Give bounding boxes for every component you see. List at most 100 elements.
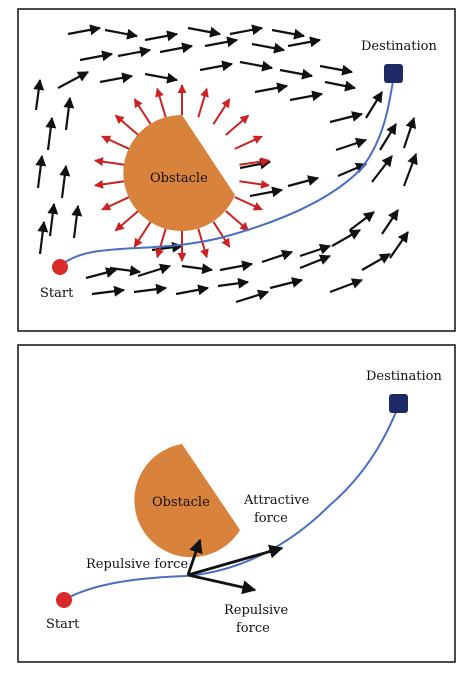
repulsive-arrow: [114, 210, 139, 232]
field-arrow: [67, 24, 102, 36]
path-line: [59, 73, 395, 267]
field-arrow: [71, 204, 83, 239]
bottom-panel-border: [17, 344, 456, 663]
field-arrow: [59, 164, 71, 199]
obstacle-shape: [123, 114, 235, 231]
repulsive-arrow: [234, 135, 263, 150]
attractive-force-label-line1: Attractive: [243, 493, 310, 508]
field-arrow: [329, 278, 364, 294]
attractive-force-label-line2: force: [254, 511, 288, 526]
repulsive-arrows: [94, 84, 270, 262]
field-arrow: [235, 289, 270, 304]
field-arrow: [261, 249, 294, 264]
repulsive-arrow: [234, 196, 263, 211]
destination-point: [389, 394, 408, 413]
field-arrow: [109, 265, 142, 277]
field-arrow: [319, 64, 354, 76]
repulsive-arrow: [114, 114, 139, 136]
field-arrow: [239, 60, 274, 72]
field-arrow: [299, 254, 332, 270]
field-arrow: [299, 243, 332, 258]
field-arrow: [279, 68, 314, 80]
field-arrow: [91, 285, 126, 297]
destination-label: Destination: [366, 369, 443, 384]
potential-field-arrows: [33, 24, 418, 304]
field-arrow: [104, 28, 139, 40]
field-arrow: [79, 50, 114, 62]
repulsive-force-label-left: Repulsive force: [86, 557, 188, 572]
field-arrow: [329, 111, 364, 124]
field-arrow: [57, 71, 89, 89]
field-arrow: [389, 231, 409, 259]
field-arrow: [379, 123, 397, 151]
start-label: Start: [46, 617, 80, 632]
start-point: [56, 592, 72, 608]
repulsive-arrow: [133, 221, 152, 248]
field-arrow: [365, 91, 383, 119]
start-label: Start: [40, 286, 74, 301]
repulsive-force-label-right-line2: force: [236, 621, 270, 636]
field-arrow: [217, 277, 250, 289]
obstacle-label: Obstacle: [152, 495, 210, 510]
bottom-panel: Destination Obstacle Attractive force Re…: [17, 344, 456, 663]
repulsive-arrow: [239, 179, 270, 189]
field-arrow: [37, 220, 49, 255]
field-arrow: [204, 36, 239, 48]
repulsive-arrow: [155, 87, 167, 118]
field-arrow: [144, 72, 179, 84]
field-arrow: [402, 116, 417, 149]
repulsive-arrow: [101, 196, 130, 211]
repulsive-arrow: [225, 114, 250, 136]
field-arrow: [335, 137, 368, 152]
top-panel: Destination Obstacle Start: [17, 8, 456, 332]
repulsive-force-arrow-up: [186, 538, 203, 576]
field-arrow: [337, 162, 368, 178]
field-arrow: [117, 46, 152, 58]
field-arrow: [159, 42, 194, 54]
field-arrow: [287, 36, 322, 48]
start-point: [52, 259, 68, 275]
field-arrow: [33, 78, 45, 111]
destination-label: Destination: [361, 39, 438, 54]
field-arrow: [137, 263, 172, 278]
repulsive-arrow: [197, 228, 209, 259]
field-arrow: [331, 229, 361, 247]
field-arrow: [271, 28, 306, 40]
field-arrow: [371, 155, 393, 183]
repulsive-arrow: [212, 221, 231, 248]
attractive-force-arrow: [187, 544, 284, 577]
destination-point: [384, 64, 403, 83]
field-arrow: [229, 24, 264, 36]
field-arrow: [251, 42, 286, 54]
repulsive-arrow: [101, 135, 130, 150]
repulsive-arrow: [212, 98, 231, 125]
field-arrow: [45, 116, 57, 151]
field-arrow: [287, 175, 320, 188]
field-arrow: [144, 30, 179, 42]
obstacle-shape: [134, 444, 240, 558]
field-arrow: [99, 72, 134, 84]
repulsive-arrow: [225, 210, 250, 232]
field-arrow: [381, 209, 399, 235]
field-arrow: [361, 253, 391, 271]
field-arrow: [181, 263, 214, 275]
repulsive-force-label-right-line1: Repulsive: [224, 603, 289, 618]
field-arrow: [35, 154, 47, 189]
repulsive-arrow: [155, 228, 167, 259]
obstacle-label: Obstacle: [150, 171, 208, 186]
repulsive-force-arrow-down: [187, 573, 257, 595]
field-arrow: [289, 90, 324, 102]
field-arrow: [175, 284, 210, 296]
field-arrow: [324, 80, 357, 92]
repulsive-arrow: [94, 157, 125, 167]
field-arrow: [85, 267, 118, 280]
field-arrow: [63, 96, 75, 131]
repulsive-arrow: [197, 87, 209, 118]
field-arrow: [249, 186, 284, 198]
field-arrow: [47, 202, 59, 237]
field-arrow: [254, 82, 289, 94]
field-arrow: [219, 260, 254, 272]
repulsive-arrow: [133, 98, 152, 125]
field-arrow: [402, 152, 418, 187]
